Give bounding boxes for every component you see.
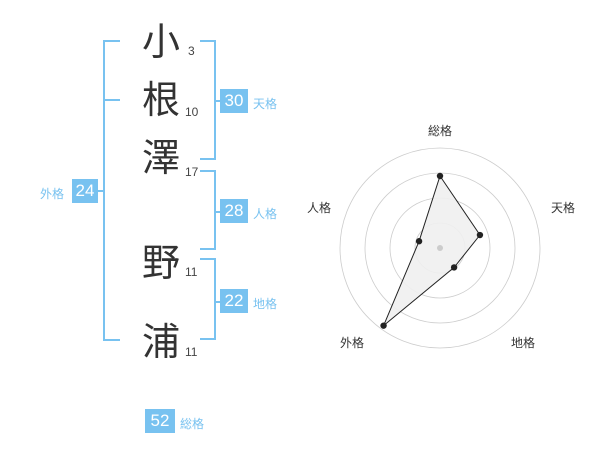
jinkaku-bracket-connector: [214, 211, 220, 213]
gaikaku-bracket: [103, 40, 120, 341]
name-char-5: 浦: [142, 320, 181, 364]
tenkaku-bracket-connector: [214, 100, 220, 102]
radar-chart: [339, 147, 541, 349]
jinkaku-value-badge: 28: [220, 199, 248, 223]
jinkaku-label: 人格: [253, 207, 278, 221]
radar-axis-label-tenkaku: 天格: [551, 201, 576, 215]
radar-axis-label-soukaku: 総格: [428, 124, 453, 138]
jinkaku-bracket: [200, 170, 216, 250]
gaikaku-bracket-mid-tick: [103, 99, 120, 101]
radar-point-chikaku: [450, 264, 458, 271]
name-char-1: 小: [142, 20, 181, 64]
chikaku-bracket: [200, 258, 216, 340]
soukaku-label: 総格: [180, 417, 205, 431]
chikaku-bracket-connector: [214, 301, 220, 303]
chikaku-label: 地格: [253, 297, 278, 311]
radar-axis-label-chikaku: 地格: [511, 336, 536, 350]
radar-point-gaikaku: [380, 322, 387, 329]
stroke-count-3: 17: [185, 165, 199, 179]
radar-series-polygon: [383, 174, 481, 327]
tenkaku-label: 天格: [253, 97, 278, 111]
stroke-count-5: 11: [185, 345, 198, 359]
radar-axis-label-gaikaku: 外格: [340, 336, 365, 350]
stroke-count-4: 11: [185, 265, 198, 279]
radar-axis-label-jinkaku: 人格: [307, 201, 332, 215]
radar-point-tenkaku: [476, 231, 484, 239]
chikaku-value-badge: 22: [220, 289, 248, 313]
name-char-4: 野: [142, 241, 181, 285]
gaikaku-label: 外格: [40, 187, 65, 201]
name-char-3: 澤: [142, 136, 181, 180]
gaikaku-value-badge: 24: [72, 179, 98, 203]
stroke-count-2: 10: [185, 105, 199, 119]
radar-center-dot: [437, 245, 443, 251]
soukaku-value-badge: 52: [145, 409, 175, 433]
radar-point-jinkaku: [415, 238, 423, 245]
radar-ring: [339, 147, 541, 349]
name-char-2: 根: [142, 78, 181, 122]
stroke-count-1: 3: [188, 44, 195, 58]
tenkaku-value-badge: 30: [220, 89, 248, 113]
gaikaku-bracket-connector: [98, 190, 104, 192]
radar-point-soukaku: [436, 172, 444, 180]
